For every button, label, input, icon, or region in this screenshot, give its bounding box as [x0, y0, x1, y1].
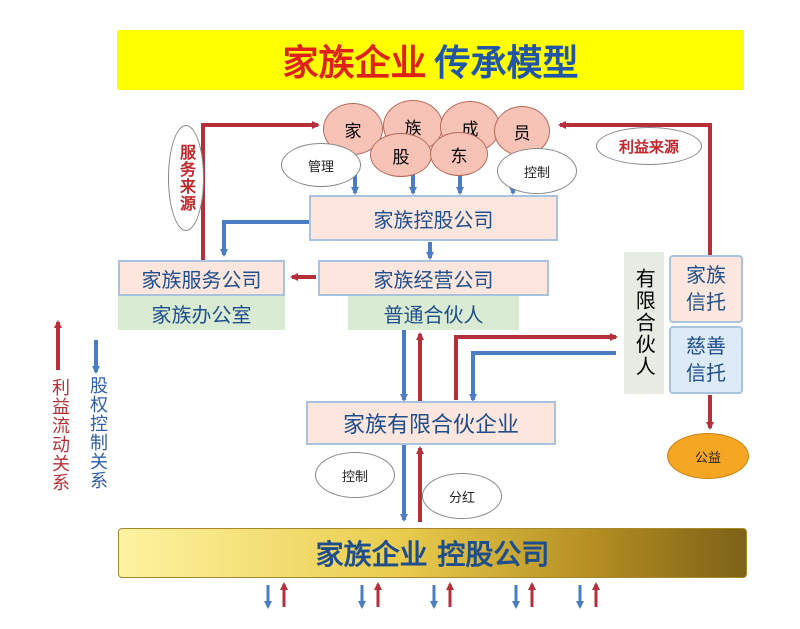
family-operating-company: 家族经营公司 — [318, 260, 549, 296]
legend-equity-control-text: 股权控制关系 — [87, 376, 108, 490]
member-circle-4: 员 — [494, 106, 550, 156]
manage-oval: 管理 — [281, 143, 361, 187]
family-enterprise-holding: 家族企业 控股公司 — [118, 528, 747, 578]
family-lp-enterprise: 家族有限合伙企业 — [306, 401, 556, 445]
dividend-oval: 分红 — [422, 473, 502, 519]
member-circle-5: 股 — [370, 133, 432, 177]
public-welfare-oval: 公益 — [667, 433, 749, 479]
title-part2: 传承模型 — [434, 43, 579, 84]
legend-benefit-flow-text: 利益流动关系 — [49, 378, 70, 492]
family-office: 家族办公室 — [118, 296, 285, 330]
charity-trust-text: 慈善信托 — [686, 334, 726, 385]
title-banner: 家族企业 传承模型 — [117, 30, 744, 90]
family-trust: 家族信托 — [669, 255, 743, 323]
benefit-source-arrow — [558, 121, 712, 255]
service-source-arrow — [201, 121, 320, 262]
family-service-company: 家族服务公司 — [118, 260, 285, 296]
legend-equity-control: 股权控制关系 — [84, 376, 108, 526]
title-part1: 家族企业 — [282, 43, 427, 84]
service-source-text: 服务来源 — [176, 144, 196, 212]
family-trust-text: 家族信托 — [686, 263, 726, 314]
service-source-label: 服务来源 — [168, 125, 204, 231]
control-mid-oval: 控制 — [315, 452, 395, 498]
limited-partner-text: 有限合伙人 — [632, 268, 657, 378]
legend-benefit-flow: 利益流动关系 — [46, 378, 70, 518]
charity-trust: 慈善信托 — [669, 326, 743, 394]
family-holding-company: 家族控股公司 — [309, 195, 558, 241]
limited-partner: 有限合伙人 — [624, 252, 664, 394]
control-top-oval: 控制 — [497, 148, 577, 194]
general-partner: 普通合伙人 — [348, 296, 519, 330]
member-circle-6: 东 — [430, 132, 488, 176]
benefit-source-label: 利益来源 — [596, 127, 702, 165]
